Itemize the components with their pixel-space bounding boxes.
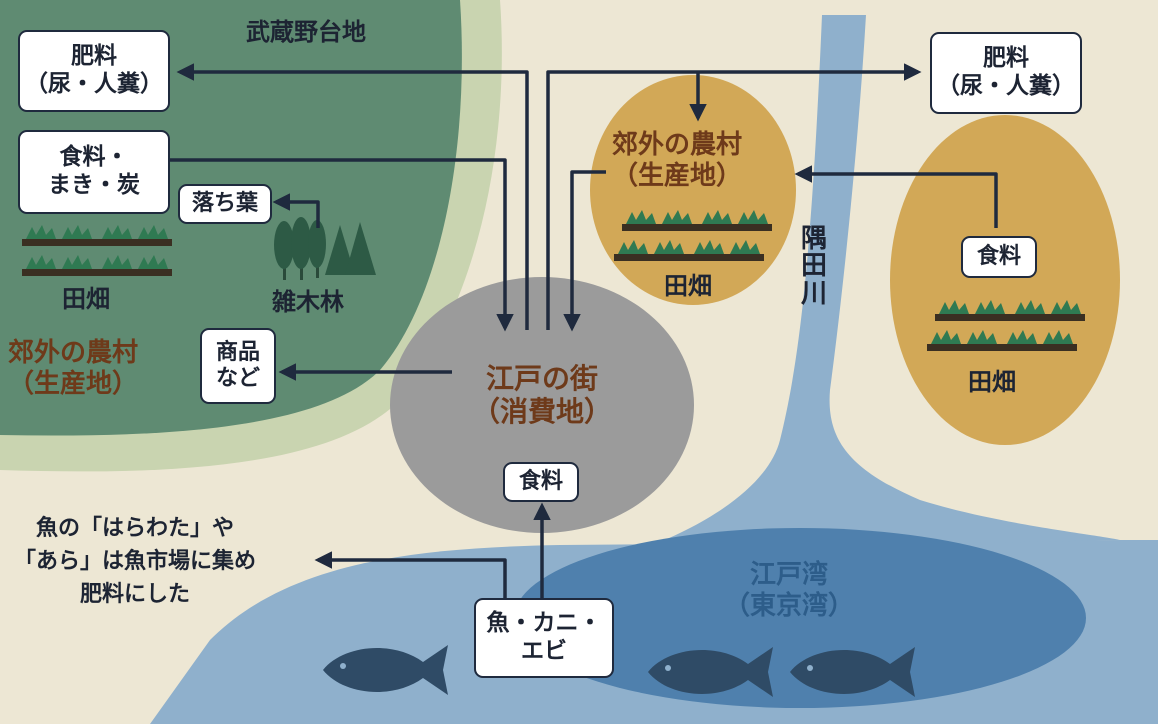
arrow-edo-to-fertilizer-left xyxy=(176,63,529,330)
arrow-food-right-to-village xyxy=(794,165,998,228)
goods-line-1: 商品 xyxy=(215,339,260,365)
arrow-seafood-to-market xyxy=(314,551,507,598)
fish-note: 魚の「はらわた」や 「あら」は魚市場に集め 肥料にした xyxy=(14,512,256,611)
seafood-box: 魚・カニ・ エビ xyxy=(474,598,614,678)
fish-note-line-3: 肥料にした xyxy=(80,582,191,607)
village-right-area xyxy=(890,115,1120,445)
fertilizer-right-detail: （尿・人糞） xyxy=(937,73,1075,99)
woods-label: 雑木林 xyxy=(272,288,344,316)
fertilizer-right-box: 肥料 （尿・人糞） xyxy=(930,32,1082,114)
fish-note-line-1: 魚の「はらわた」や xyxy=(36,516,235,541)
fuel-box: 食料・ まき・炭 xyxy=(18,130,170,214)
arrow-edo-to-fertilizer-right xyxy=(546,63,922,330)
fertilizer-left-detail: （尿・人糞） xyxy=(25,71,163,97)
fertilizer-left-box: 肥料 （尿・人糞） xyxy=(18,30,170,112)
fuel-line-1: 食料・ xyxy=(59,144,129,171)
bay-label: 江戸湾 （東京湾） xyxy=(724,560,854,621)
food-right-box: 食料 xyxy=(961,236,1037,278)
edo-area xyxy=(390,277,694,533)
seafood-line-1: 魚・カニ・ xyxy=(486,610,602,637)
fuel-line-2: まき・炭 xyxy=(48,172,140,198)
edo-label: 江戸の街 （消費地） xyxy=(472,362,612,428)
village-left-subtitle: （生産地） xyxy=(8,368,139,399)
fields-center-label: 田畑 xyxy=(664,272,712,300)
village-left-label: 郊外の農村 （生産地） xyxy=(8,338,138,399)
village-center-subtitle: （生産地） xyxy=(612,160,743,191)
bay-title: 江戸湾 xyxy=(750,560,829,590)
fields-right-label: 田畑 xyxy=(968,368,1016,396)
fish-note-line-2: 「あら」は魚市場に集め xyxy=(14,549,257,574)
seafood-line-2: エビ xyxy=(521,638,567,664)
food-edo-text: 食料 xyxy=(518,468,563,494)
arrow-village-center-to-edo xyxy=(563,170,606,332)
fertilizer-right-title: 肥料 xyxy=(983,45,1029,72)
arrow-woods-to-leaves xyxy=(272,193,320,228)
arrow-fuel-to-edo xyxy=(170,158,514,332)
river-label: 隅田川 xyxy=(800,224,827,309)
village-center-label: 郊外の農村 （生産地） xyxy=(612,130,742,191)
edo-bay xyxy=(514,528,1086,708)
edo-subtitle: （消費地） xyxy=(472,395,613,429)
village-center-title: 郊外の農村 xyxy=(612,130,743,160)
food-edo-box: 食料 xyxy=(503,462,579,502)
musashino-label: 武蔵野台地 xyxy=(246,18,366,46)
goods-box: 商品 など xyxy=(200,328,276,404)
bay-subtitle: （東京湾） xyxy=(724,590,855,621)
leaves-box: 落ち葉 xyxy=(178,184,272,224)
goods-line-2: など xyxy=(215,366,260,391)
leaves-text: 落ち葉 xyxy=(191,190,258,216)
edo-title: 江戸の街 xyxy=(486,362,599,395)
village-left-title: 郊外の農村 xyxy=(8,338,139,368)
fertilizer-left-title: 肥料 xyxy=(71,43,117,70)
food-right-text: 食料 xyxy=(976,243,1021,269)
woods-trees xyxy=(274,217,376,280)
fields-left-label: 田畑 xyxy=(62,285,110,313)
